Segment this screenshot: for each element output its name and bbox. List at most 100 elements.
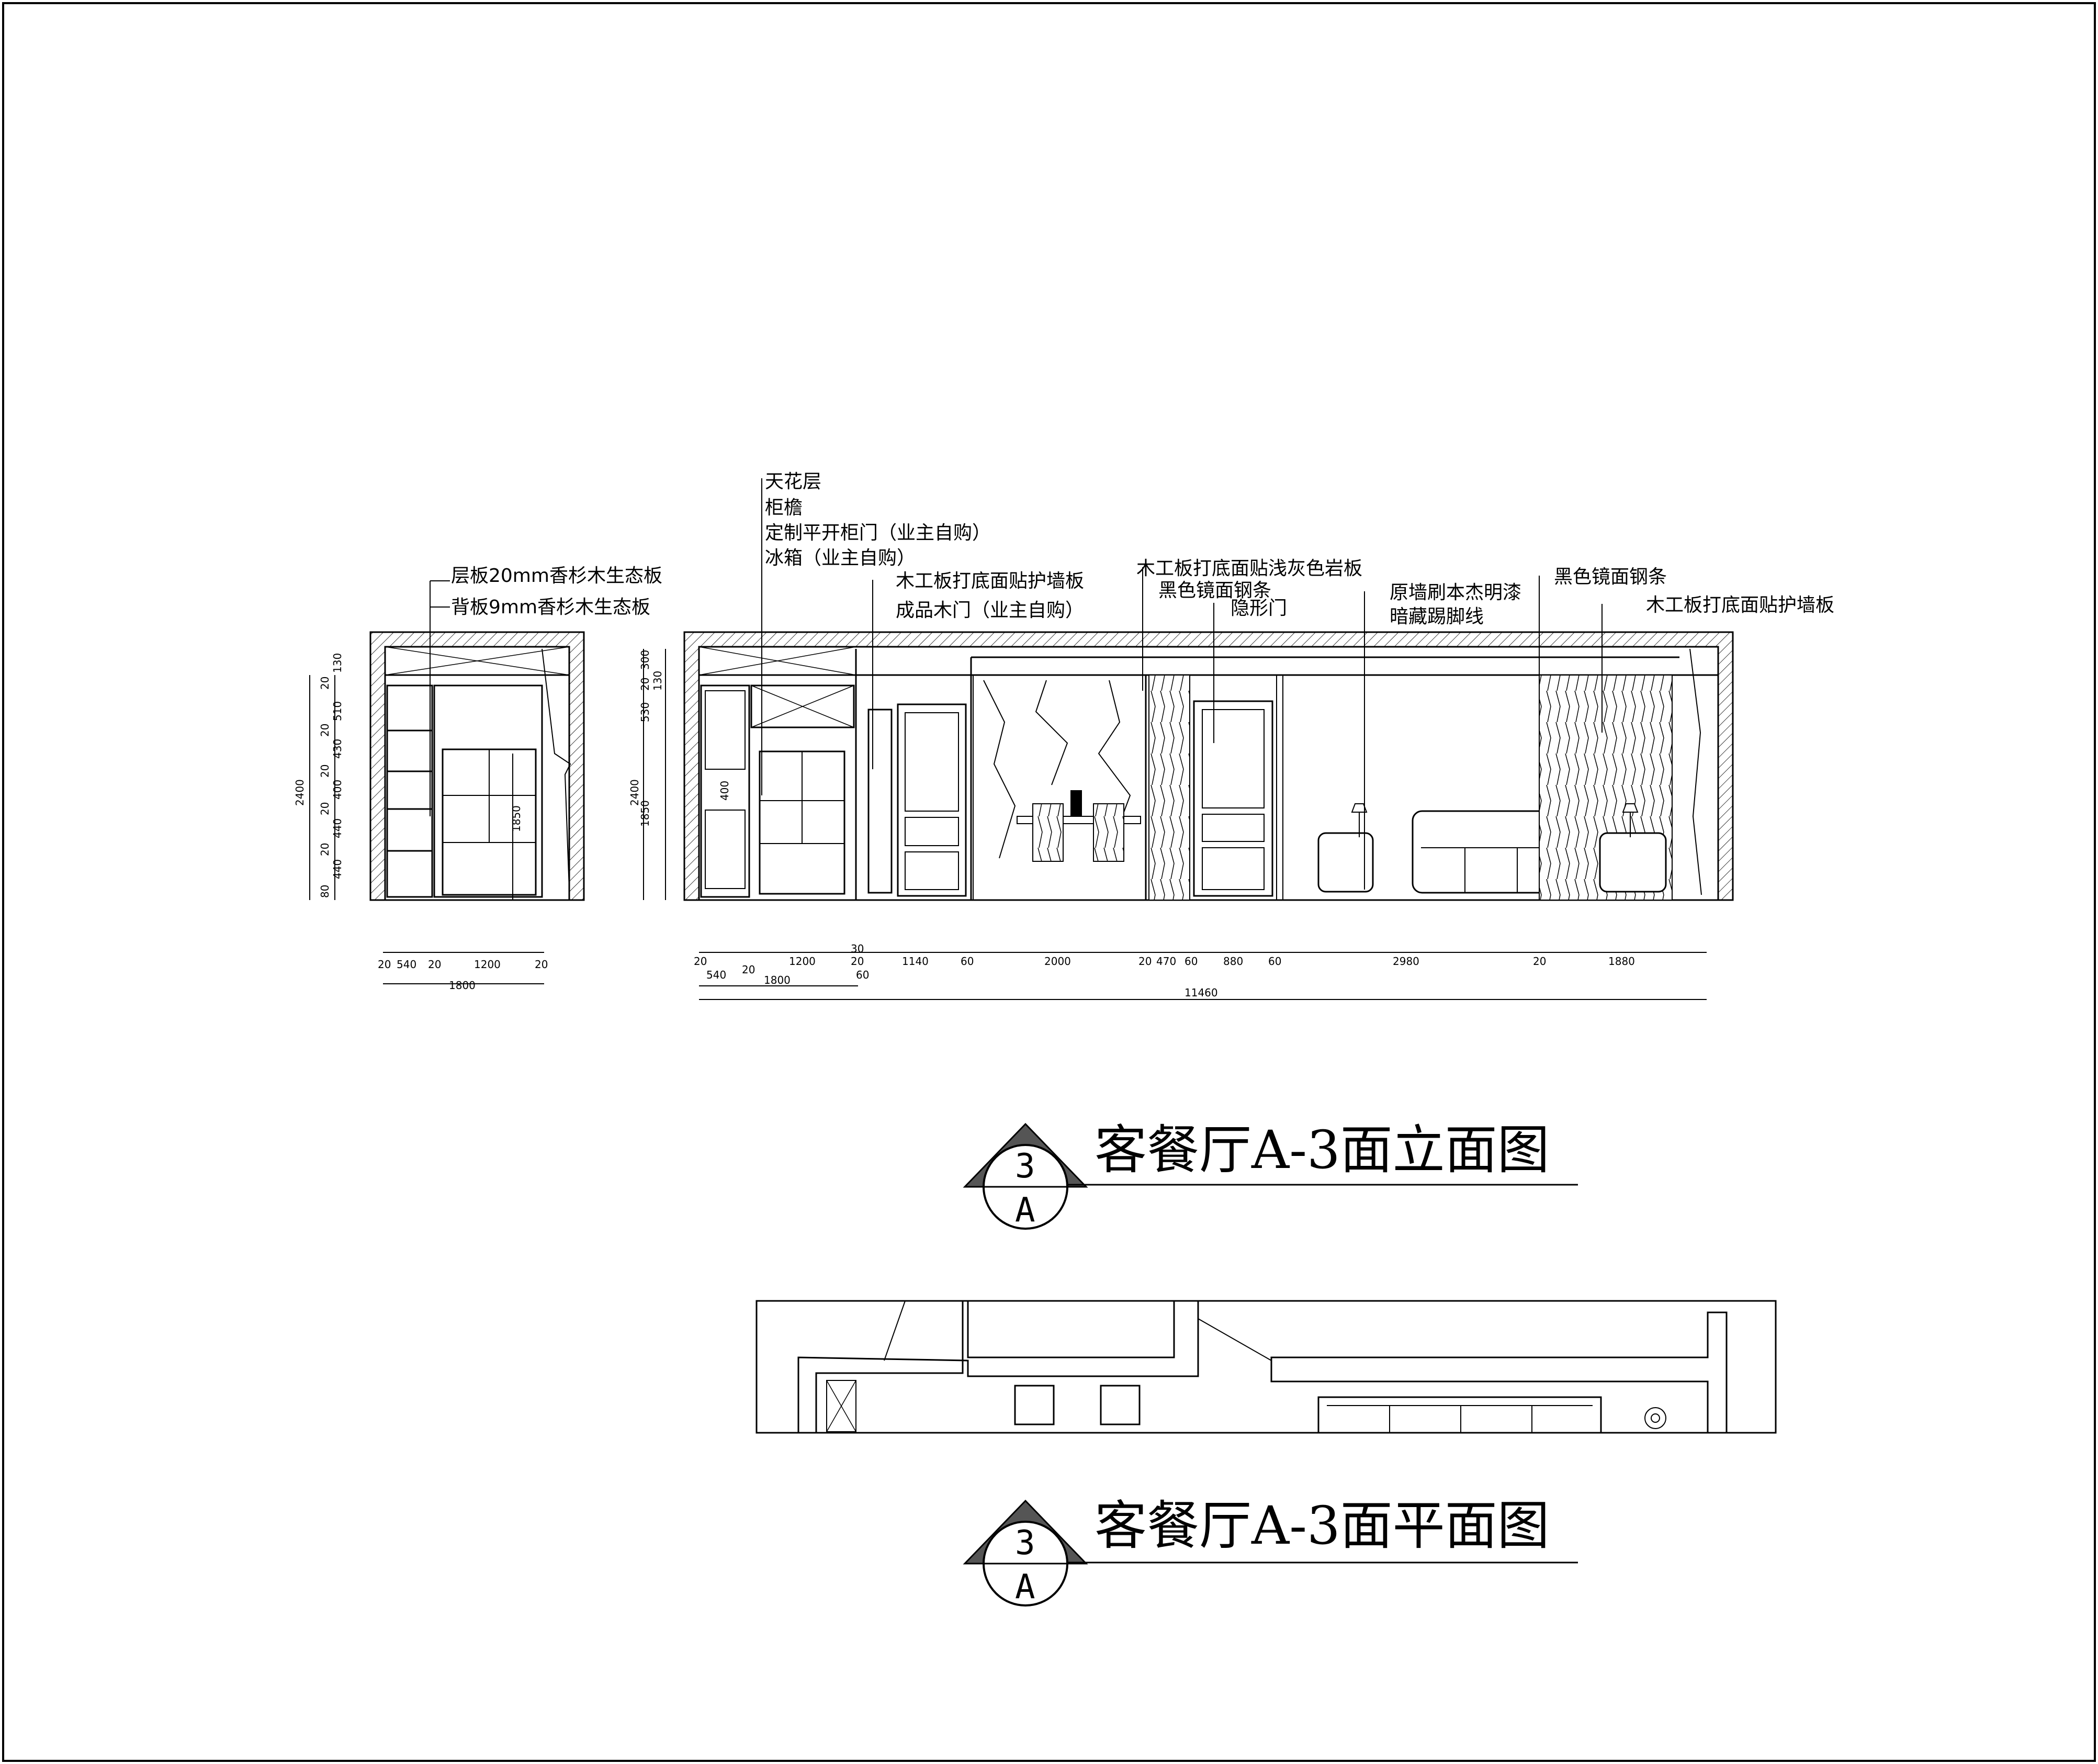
tall-cabinet: [700, 684, 750, 898]
hidden-door-panel-top: [1202, 709, 1265, 808]
wood-door-panel-mid: [905, 817, 959, 846]
elevation-marker-number: 3: [1015, 1147, 1035, 1186]
hdim-60c: 60: [1268, 955, 1281, 968]
main-vdim-130: 130: [651, 671, 664, 691]
left-vdim-440b: 440: [331, 859, 344, 879]
plan-right-wall: [1270, 1311, 1728, 1434]
left-hdim-1800: 1800: [449, 979, 476, 992]
left-vdim-20e: 20: [319, 843, 331, 856]
plan-chair-left: [1014, 1385, 1055, 1425]
ceiling-cross-2: [385, 646, 570, 676]
left-vdim-430: 430: [331, 739, 344, 759]
left-vdim-20c: 20: [319, 765, 331, 778]
hdim-540: 540: [706, 969, 726, 981]
label-skirting: 暗藏踢脚线: [1390, 606, 1484, 627]
wood-door-panel-low: [905, 851, 959, 890]
elevation-title-block: 3 A 客餐厅A-3面立面图: [963, 1119, 1578, 1230]
left-vdim-80: 80: [319, 885, 331, 898]
plan-view: [755, 1300, 1777, 1434]
stone-vein-2: [1035, 680, 1068, 785]
main-ceiling-x2: [698, 646, 856, 676]
left-hdim-1200: 1200: [474, 958, 501, 971]
stone-vein-3: [1098, 680, 1131, 838]
plan-door-swing-1: [884, 1300, 906, 1361]
upper-cabinet: [750, 684, 855, 728]
hdim-1200: 1200: [789, 955, 816, 968]
plan-outline: [755, 1300, 1777, 1434]
left-vdim-400: 400: [331, 780, 344, 800]
plan-lamp: [1644, 1407, 1666, 1429]
left-cabinet-elevation: 2400 20 510 20 430 20 400 20 440 20 440 …: [294, 565, 662, 992]
left-vdim-20b: 20: [319, 724, 331, 737]
label-custom-door: 定制平开柜门（业主自购）: [765, 522, 991, 544]
main-elevation: 2400 300 20 530 130 1850 400 20 540 20 1…: [628, 471, 1834, 1000]
elevation-title: 客餐厅A-3面立面图: [1095, 1119, 1550, 1181]
plan-wall-band: [797, 1300, 1199, 1434]
hidden-door-panel-mid: [1202, 814, 1265, 842]
plan-lamp-core: [1651, 1413, 1660, 1423]
hdim-1880: 1880: [1608, 955, 1635, 968]
main-vdim-1850: 1850: [639, 800, 651, 827]
dining-chair-left: [1032, 803, 1064, 862]
plan-chair-right: [1100, 1385, 1141, 1425]
shelf-column: [386, 684, 433, 898]
vase: [1070, 790, 1082, 816]
upper-cabinet-x2: [751, 685, 854, 728]
plan-cabinet-x2: [826, 1380, 856, 1432]
striped-panel-1: [1148, 675, 1190, 901]
label-shelf-board: 层板20mm香杉木生态板: [451, 565, 662, 587]
hdim-30: 30: [851, 942, 864, 955]
hidden-door: [1193, 700, 1273, 897]
hidden-door-panel-low: [1202, 847, 1265, 890]
left-vdim-2400: 2400: [294, 779, 306, 806]
hdim-470: 470: [1156, 955, 1176, 968]
hdim-1800: 1800: [764, 974, 791, 986]
tall-cabinet-door-upper: [705, 690, 746, 770]
main-vdim-2400: 2400: [628, 779, 641, 806]
left-vdim-20a: 20: [319, 677, 331, 690]
hdim-20a: 20: [694, 955, 707, 968]
striped-panel-2: [1276, 675, 1283, 901]
left-hdim-20b: 20: [428, 958, 441, 971]
left-vdim-510: 510: [331, 701, 344, 721]
plan-title: 客餐厅A-3面平面图: [1095, 1495, 1550, 1556]
left-elevation-interior: [384, 646, 570, 901]
left-vdim-440a: 440: [331, 818, 344, 838]
left-vdim-130: 130: [331, 653, 344, 673]
hdim-2980: 2980: [1393, 955, 1419, 968]
left-hdim-20a: 20: [378, 958, 391, 971]
label-cabinet-eave: 柜檐: [765, 497, 803, 519]
lamp-left-shade: [1351, 803, 1368, 813]
main-vdim-20: 20: [639, 678, 651, 691]
lamp-right-shade: [1622, 803, 1639, 813]
label-hidden-door: 隐形门: [1231, 598, 1287, 619]
left-hdim-20c: 20: [535, 958, 548, 971]
label-wall-panel-1: 木工板打底面贴护墙板: [896, 570, 1084, 592]
hdim-2000: 2000: [1044, 955, 1071, 968]
main-vdim-300: 300: [639, 650, 651, 670]
armchair-left: [1317, 832, 1374, 893]
plan-door-swing-2: [1198, 1318, 1272, 1361]
left-vdim-1850: 1850: [510, 805, 523, 832]
label-ceiling-layer: 天花层: [765, 471, 821, 492]
plan-marker-sheet: A: [1015, 1568, 1035, 1606]
label-back-board: 背板9mm香杉木生态板: [451, 597, 650, 618]
hdim-60a: 60: [961, 955, 974, 968]
plan-title-block: 3 A 客餐厅A-3面平面图: [963, 1495, 1578, 1606]
main-vdim-530: 530: [639, 702, 651, 722]
label-steel-strip-1: 黑色镜面钢条: [1158, 580, 1271, 601]
wall-panel-narrow: [867, 709, 893, 894]
side-profile: [542, 648, 571, 890]
plan-marker-number: 3: [1015, 1524, 1035, 1563]
left-vdim-20d: 20: [319, 802, 331, 815]
label-steel-strip-2: 黑色镜面钢条: [1554, 566, 1667, 588]
elevation-marker-sheet: A: [1015, 1191, 1035, 1230]
armchair-right: [1599, 832, 1667, 893]
label-wall-panel-2: 木工板打底面贴护墙板: [1646, 594, 1834, 616]
plan-sofa: [1317, 1396, 1602, 1434]
tall-cabinet-door-lower: [705, 810, 746, 889]
label-paint: 原墙刷本杰明漆: [1390, 582, 1521, 603]
dining-chair-right: [1093, 803, 1124, 862]
